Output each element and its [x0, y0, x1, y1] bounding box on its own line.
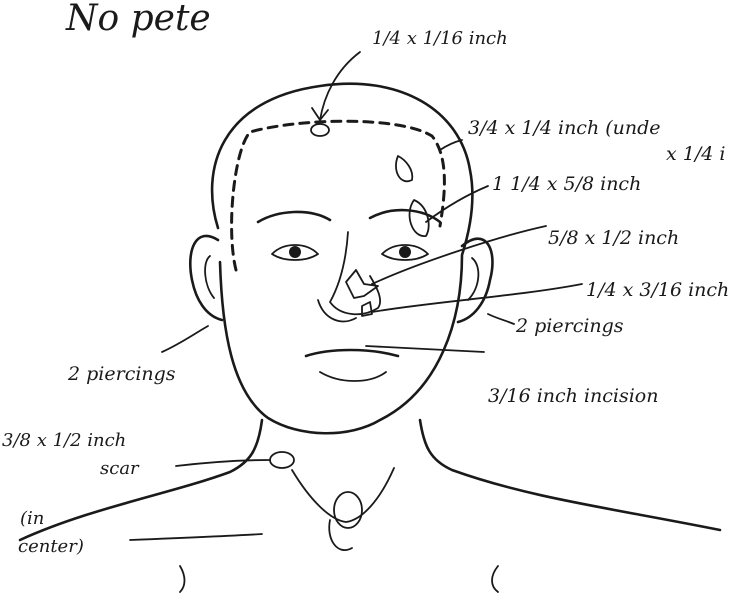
label-forehead-upper: 3/4 x 1/4 inch (unde [468, 117, 661, 139]
label-right-ear: 2 piercings [515, 315, 624, 337]
label-forehead-upper-cont: x 1/4 i [666, 143, 725, 165]
label-nose-mark: 5/8 x 1/2 inch [548, 227, 679, 249]
head-outline [20, 84, 720, 592]
label-center-a: (in [20, 508, 44, 529]
label-center-b: center) [18, 536, 84, 557]
label-forehead-mark: 1 1/4 x 5/8 inch [492, 173, 641, 195]
annotation-labels: 1/4 x 1/16 inch 3/4 x 1/4 inch (unde x 1… [2, 28, 729, 557]
label-lip-mark: 3/16 inch incision [488, 385, 658, 407]
label-scalp-mark: 1/4 x 1/16 inch [372, 28, 508, 49]
header-note: No pete [65, 0, 211, 39]
label-nostril-mark: 1/4 x 3/16 inch [586, 279, 729, 301]
label-neck-scar-a: 3/8 x 1/2 inch [2, 430, 126, 451]
hairline-dashed-outline [232, 121, 445, 270]
label-left-ear: 2 piercings [67, 363, 176, 385]
mouth [306, 350, 398, 356]
injury-marks [270, 124, 429, 528]
label-neck-scar-b: scar [100, 458, 140, 479]
